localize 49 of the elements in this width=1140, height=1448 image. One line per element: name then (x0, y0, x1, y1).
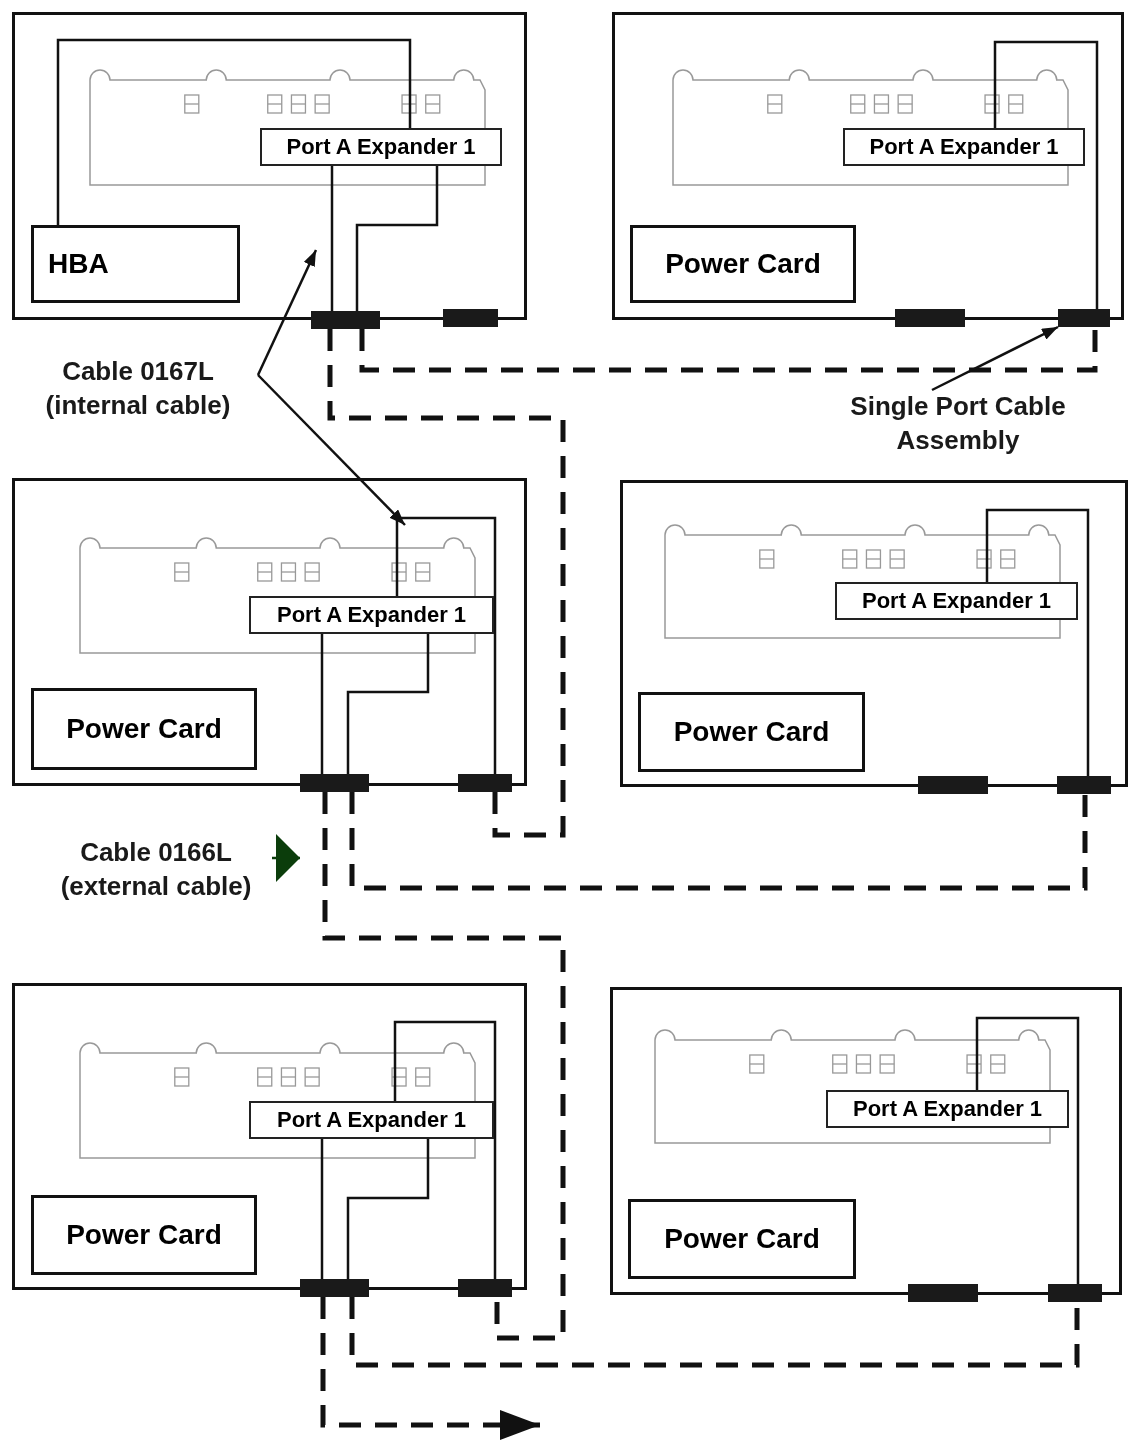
cable-line (395, 516, 497, 774)
callout-text: Single Port Cable Assembly (822, 390, 1094, 462)
power-card-box: Power Card (638, 692, 865, 772)
callout-text: Cable 0167L (internal cable) (18, 355, 258, 430)
connector-port (300, 774, 369, 792)
cable-line (346, 1139, 430, 1279)
connector-port (895, 309, 965, 327)
connector-port (1058, 309, 1110, 327)
external-cable-line (359, 327, 1098, 373)
external-cable-line (322, 792, 566, 1341)
connector-port (1057, 776, 1111, 794)
connector-port (908, 1284, 978, 1302)
external-cable-line (349, 792, 1088, 891)
leader-arrow (257, 374, 406, 526)
cable-line (56, 38, 412, 225)
cable-line (975, 1016, 1080, 1284)
cable-line (393, 1020, 497, 1279)
power-card-box: Power Card (630, 225, 856, 303)
leader-arrow (931, 325, 1059, 392)
connector-port (300, 1279, 369, 1297)
cable-line (346, 634, 430, 774)
expander-label-box: Port A Expander 1 (826, 1090, 1069, 1128)
leader-arrow (256, 249, 318, 376)
expander-label-box: Port A Expander 1 (249, 596, 494, 634)
connector-port (443, 309, 498, 327)
connector-port (918, 776, 988, 794)
cable-line (330, 166, 334, 311)
pointer-arrow (272, 834, 300, 882)
external-cable-line (320, 1297, 540, 1440)
connector-port (1048, 1284, 1102, 1302)
power-card-box: Power Card (628, 1199, 856, 1279)
expander-label-box: Port A Expander 1 (249, 1101, 494, 1139)
power-card-box: Power Card (31, 1195, 257, 1275)
connector-port (311, 311, 380, 329)
expander-label-box: Port A Expander 1 (835, 582, 1078, 620)
external-cable-line (349, 1297, 1080, 1368)
cable-line (320, 1139, 324, 1279)
cable-line (993, 40, 1099, 309)
cable-line (355, 166, 439, 311)
cable-line (985, 508, 1090, 776)
expander-label-box: Port A Expander 1 (843, 128, 1085, 166)
connector-port (458, 774, 512, 792)
power-card-box: Power Card (31, 688, 257, 770)
hba-card-box: HBA (31, 225, 240, 303)
callout-text: Cable 0166L (external cable) (40, 836, 272, 908)
expander-label-box: Port A Expander 1 (260, 128, 502, 166)
connector-port (458, 1279, 512, 1297)
cable-line (320, 634, 324, 774)
external-cable-line (327, 329, 566, 838)
